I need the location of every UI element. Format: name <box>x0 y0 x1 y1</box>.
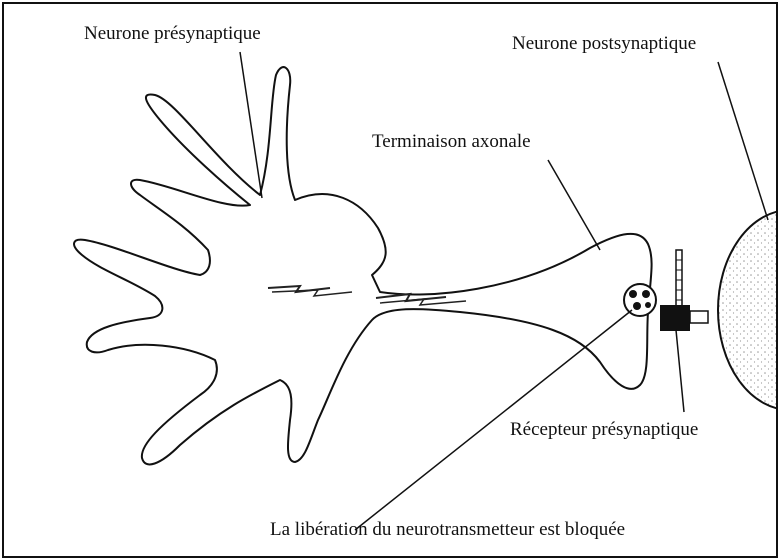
label-presynaptic-neuron: Neurone présynaptique <box>84 24 261 43</box>
label-axon-terminal: Terminaison axonale <box>372 132 531 151</box>
presynaptic-neuron-outline <box>74 67 652 464</box>
vesicle-dot-2 <box>642 290 650 298</box>
receptor-stalk <box>676 250 682 312</box>
presynaptic-receptor <box>660 305 690 331</box>
label-postsynaptic-neuron: Neurone postsynaptique <box>512 34 696 53</box>
label-release-blocked: La libération du neurotransmetteur est b… <box>270 520 625 539</box>
leader-receptor <box>676 330 684 412</box>
postsynaptic-neuron <box>718 210 780 410</box>
leader-postsynaptic <box>718 62 768 220</box>
action-potential-arrow-2-tail <box>380 299 466 305</box>
receptor-block <box>690 311 708 323</box>
vesicle-dot-4 <box>645 302 651 308</box>
vesicle-dot-1 <box>629 290 637 298</box>
vesicle-dot-3 <box>633 302 641 310</box>
leader-axon-terminal <box>548 160 600 250</box>
vesicle <box>624 284 656 316</box>
label-presynaptic-receptor: Récepteur présynaptique <box>510 420 698 439</box>
action-potential-arrow-1-tail <box>272 290 352 296</box>
leader-presynaptic <box>240 52 262 198</box>
diagram-border <box>3 3 777 557</box>
